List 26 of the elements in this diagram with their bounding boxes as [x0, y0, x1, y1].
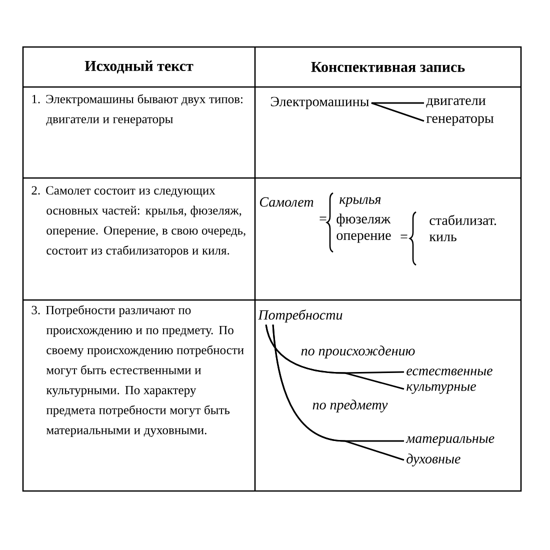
term-text: стабилизат. — [430, 214, 496, 226]
term-text: оперение — [336, 233, 391, 243]
column-header: Исходный текст — [84, 60, 194, 74]
term-text: культурные — [406, 384, 476, 394]
term-text: генераторы — [426, 116, 494, 126]
edge-label: по происхождению — [300, 344, 416, 360]
cell-text: 2. Самолет состоит из следующих основных частей: крылья, фюзеляж, оперение. Оперение, в свою очередь, состоит из стабилизаторов и киля. — [32, 186, 246, 258]
term-text: двигатели — [426, 98, 486, 108]
branch-line — [265, 324, 404, 390]
equals-sign: = — [320, 216, 326, 220]
cell-text: 1. Электромашины бывают двух типов: двигатели и генераторы — [32, 94, 242, 126]
branch-line — [371, 102, 424, 122]
edge-label: по предмету — [311, 398, 389, 414]
term-text: Электромашины — [270, 96, 369, 110]
branch-line — [371, 102, 424, 104]
term-text: естественные — [406, 368, 492, 376]
term-text: Потребности — [258, 310, 342, 322]
term-text: крылья — [340, 197, 381, 207]
term-text: духовные — [406, 454, 460, 466]
term-text: материальные — [406, 436, 494, 446]
column-header: Конспективная запись — [311, 62, 465, 72]
cell-text: 3. Потребности различают по происхождению и по предмету. По своему происхождению потребности могут быть естественными и культурными. По характеру предмета потребности могут быть материальными и духовными. — [32, 305, 244, 437]
term-text: фюзеляж — [336, 214, 391, 226]
term-text: киль — [429, 234, 456, 242]
equals-sign: = — [400, 234, 408, 238]
term-text: Самолет — [260, 197, 314, 207]
